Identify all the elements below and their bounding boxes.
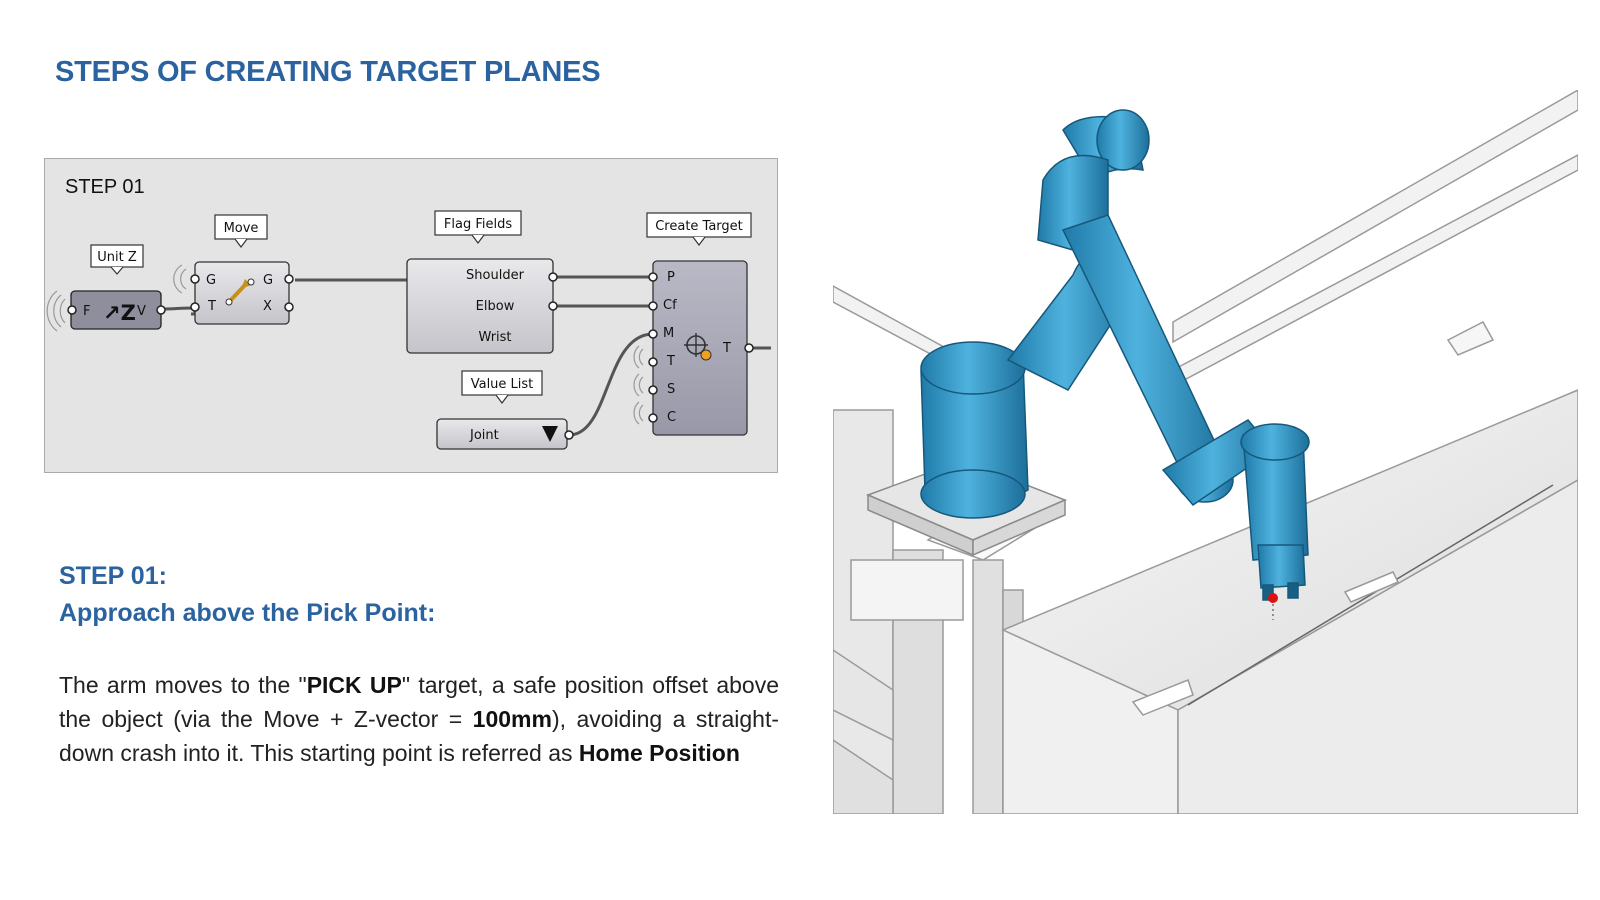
flag-wrist: Wrist <box>478 330 511 345</box>
step-description: The arm moves to the "PICK UP" target, a… <box>59 672 779 766</box>
svg-text:G: G <box>263 273 273 288</box>
flag-fields-component[interactable]: Flag Fields Shoulder Elbow Wrist <box>406 210 558 354</box>
create-target-label: Create Target <box>655 219 743 234</box>
step-number: STEP 01: <box>59 562 167 590</box>
unit-z-label: Unit Z <box>97 250 137 265</box>
svg-text:X: X <box>263 299 272 314</box>
svg-text:T: T <box>666 354 675 369</box>
z-vector-icon: ↗Z <box>103 301 136 325</box>
svg-text:T: T <box>722 341 731 356</box>
flag-shoulder: Shoulder <box>466 268 525 283</box>
svg-text:S: S <box>667 382 675 397</box>
robot-arm-render <box>832 88 1579 815</box>
svg-text:P: P <box>667 270 675 285</box>
svg-text:F: F <box>83 304 90 319</box>
unit-z-component[interactable]: Unit Z F V ↗Z <box>46 244 166 332</box>
svg-text:G: G <box>206 273 216 288</box>
svg-text:M: M <box>663 326 674 341</box>
svg-text:Cf: Cf <box>663 298 677 313</box>
value-list-component[interactable]: Value List Joint <box>436 370 574 450</box>
move-component[interactable]: Move G T G X <box>173 214 294 325</box>
svg-text:T: T <box>207 299 216 314</box>
move-arrow-icon <box>225 278 255 306</box>
target-plane-icon <box>684 333 712 361</box>
grasshopper-canvas: STEP 01 Unit Z F V ↗Z Move G T G <box>44 158 778 473</box>
step-subheading: Approach above the Pick Point: <box>59 599 436 627</box>
value-list-label: Value List <box>471 377 534 392</box>
value-list-selected: Joint <box>469 428 499 443</box>
wires <box>162 275 771 437</box>
flag-fields-label: Flag Fields <box>444 217 512 232</box>
pick-point-marker <box>1268 593 1278 603</box>
create-target-component[interactable]: Create Target P Cf M T S C T <box>633 212 754 436</box>
svg-text:C: C <box>667 410 676 425</box>
dropdown-arrow-icon[interactable] <box>542 426 558 442</box>
page-title: STEPS OF CREATING TARGET PLANES <box>55 56 601 88</box>
robot-arm <box>920 109 1310 601</box>
flag-elbow: Elbow <box>476 299 515 314</box>
step-heading: STEP 01: Approach above the Pick Point: <box>59 558 435 632</box>
move-label: Move <box>224 221 259 236</box>
svg-text:V: V <box>137 304 146 319</box>
diagram-step-label: STEP 01 <box>65 176 145 198</box>
